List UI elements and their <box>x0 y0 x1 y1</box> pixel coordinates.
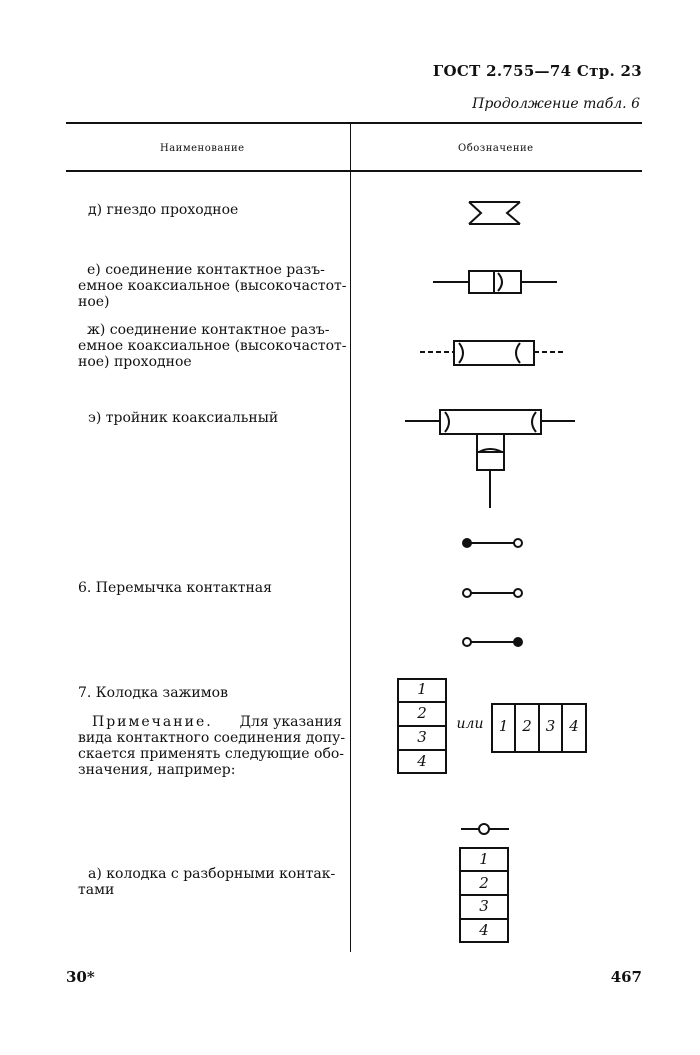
row-a-line2: тами <box>78 882 115 898</box>
or-word: или <box>456 716 484 732</box>
row-z-name: э) тройник коаксиальный <box>88 410 279 426</box>
terminal-vertical-3: 3 <box>417 728 427 746</box>
jumper-open-closed-icon <box>462 637 523 647</box>
terminal-horizontal-2: 2 <box>522 717 532 735</box>
terminal-vertical-4: 4 <box>417 752 427 770</box>
note-line1: Примечание. Для указания <box>92 714 342 730</box>
detachable-contact-icon <box>461 823 509 835</box>
terminal-sample-3: 3 <box>479 897 489 915</box>
table-head-rule <box>66 170 642 172</box>
terminal-sample-1: 1 <box>479 850 489 868</box>
terminal-horizontal-3: 3 <box>545 717 556 735</box>
jumper-open-open-icon <box>462 588 523 598</box>
terminal-horizontal-4: 4 <box>569 717 579 735</box>
terminal-vertical-2: 2 <box>417 704 427 722</box>
terminal-sample-4: 4 <box>479 921 489 939</box>
row-a-line1: а) колодка с разборными контак- <box>88 866 336 882</box>
item-6-name: 6. Перемычка контактная <box>78 580 272 596</box>
table-column-divider <box>350 122 351 952</box>
footer-left-mark: 30* <box>66 968 95 986</box>
terminal-vertical-1: 1 <box>417 680 427 698</box>
note-line1-rest: Для указания <box>239 714 342 730</box>
note-line3: скается применять следующие обо- <box>78 746 345 762</box>
table-top-rule <box>66 122 642 124</box>
table-continuation: Продолжение табл. 6 <box>472 96 640 112</box>
row-d-name: д) гнездо проходное <box>88 202 239 218</box>
column-header-name: Наименование <box>160 143 245 154</box>
note-line4: значения, например: <box>78 762 236 778</box>
terminal-horizontal-1: 1 <box>498 717 509 735</box>
coaxial-connection-icon <box>433 270 557 294</box>
note-line2: вида контактного соединения допу- <box>78 730 346 746</box>
row-e-line2: емное коаксиальное (высокочастот- <box>78 278 347 294</box>
row-zh-line2: емное коаксиальное (высокочастот- <box>78 338 347 354</box>
document-header: ГОСТ 2.755—74 Стр. 23 <box>432 62 642 80</box>
jumper-closed-open-icon <box>462 538 523 548</box>
page-number: 467 <box>610 968 642 986</box>
coaxial-tee-icon <box>405 409 575 508</box>
terminal-sample-2: 2 <box>479 874 489 892</box>
row-zh-line3: ное) проходное <box>78 354 192 370</box>
column-header-symbol: Обозначение <box>458 143 534 154</box>
row-e-line1: е) соединение контактное разъ- <box>87 262 325 278</box>
row-zh-line1: ж) соединение контактное разъ- <box>87 322 330 338</box>
item-7-name: 7. Колодка зажимов <box>78 685 228 701</box>
note-label: Примечание. <box>92 714 213 730</box>
pass-through-socket-icon <box>468 201 521 225</box>
row-e-line3: ное) <box>78 294 110 310</box>
coaxial-pass-through-icon <box>420 340 566 366</box>
